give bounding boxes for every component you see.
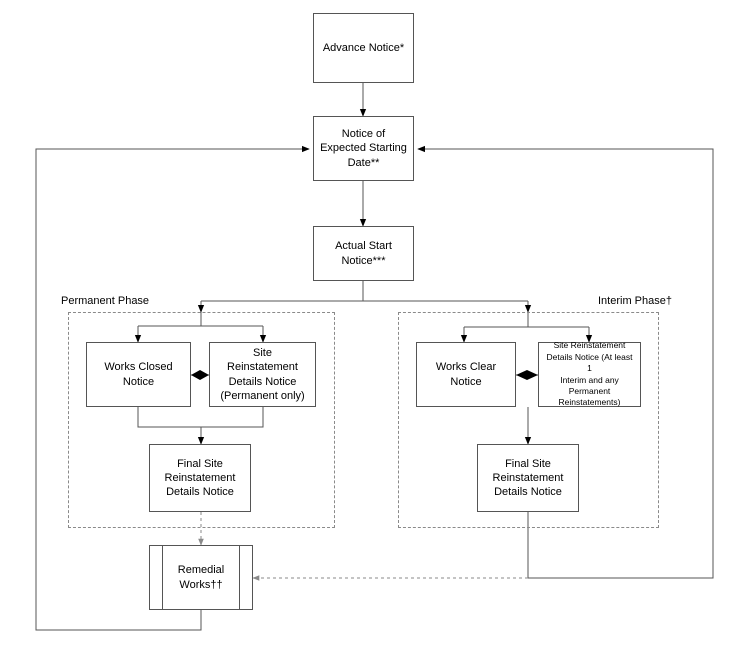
expected-start-notice-box: Notice of Expected Starting Date** [313, 116, 414, 181]
advance-notice-box: Advance Notice* [313, 13, 414, 83]
actual-start-notice-text: Actual Start Notice*** [335, 240, 392, 267]
works-clear-notice-text: Works Clear Notice [435, 361, 497, 388]
site-reinstatement-interim-box: Site Reinstatement Details Notice (At le… [538, 340, 641, 408]
loop-left [35, 145, 310, 631]
permanent-phase-frame [68, 312, 335, 528]
works-clear-notice-box: Works Clear Notice [416, 342, 516, 407]
final-site-interim-box: Final Site Reinstatement Details Notice [477, 444, 579, 512]
site-reinstatement-perm-box: Site Reinstatement Details Notice (Perma… [209, 342, 316, 407]
final-site-perm-box: Final Site Reinstatement Details Notice [149, 444, 251, 512]
remedial-works-box: Remedial Works†† [149, 545, 253, 610]
loop-right [417, 145, 714, 579]
works-closed-notice-box: Works Closed Notice [86, 342, 191, 407]
final-site-perm-text: Final Site Reinstatement Details Notice [164, 457, 236, 499]
expected-start-notice-text: Notice of Expected Starting Date** [320, 128, 407, 169]
advance-notice-text: Advance Notice* [322, 41, 405, 54]
remedial-right-bar [239, 546, 240, 609]
actual-start-notice-box: Actual Start Notice*** [313, 226, 414, 281]
interim-phase-frame [398, 312, 659, 528]
diamond-interim [516, 370, 538, 380]
interim-phase-label: Interim Phase† [598, 295, 672, 307]
permanent-phase-label: Permanent Phase [61, 295, 150, 307]
remedial-works-text: Remedial Works†† [177, 564, 225, 591]
site-reinstatement-interim-text: Site Reinstatement Details Notice (At le… [546, 340, 633, 408]
site-reinstatement-perm-text: Site Reinstatement Details Notice (Perma… [220, 346, 305, 402]
final-site-interim-text: Final Site Reinstatement Details Notice [492, 457, 564, 499]
works-closed-notice-text: Works Closed Notice [104, 361, 173, 388]
diamond-perm [191, 370, 209, 380]
remedial-left-bar [162, 546, 163, 609]
